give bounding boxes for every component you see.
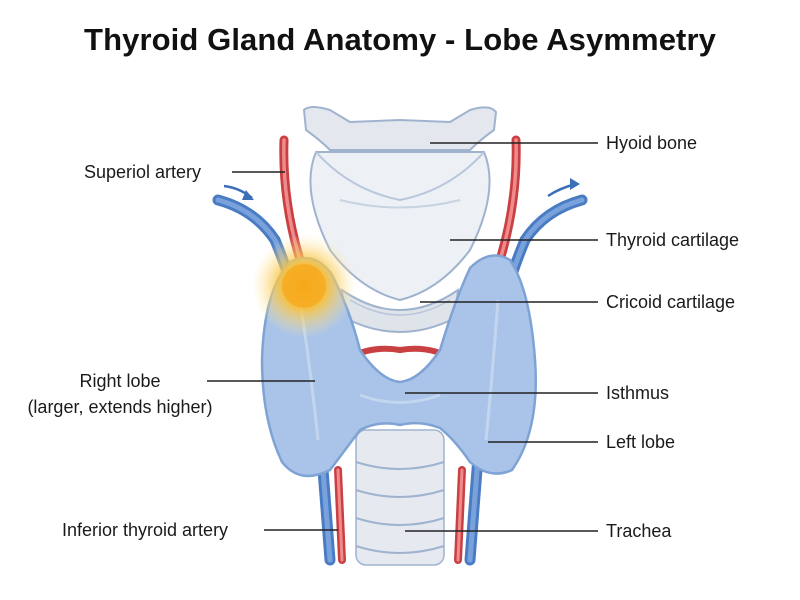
page-title: Thyroid Gland Anatomy - Lobe Asymmetry <box>84 22 716 57</box>
label-hyoid-bone: Hyoid bone <box>606 133 698 153</box>
label-superior-artery: Superiol artery <box>84 162 202 182</box>
label-trachea: Trachea <box>606 521 672 541</box>
label-thyroid-cartilage: Thyroid cartilage <box>606 230 740 250</box>
trachea <box>355 429 445 566</box>
hyoid-bone-shape <box>302 106 498 151</box>
label-left-lobe: Left lobe <box>606 432 676 452</box>
label-cricoid-cartilage: Cricoid cartilage <box>606 292 736 312</box>
label-right-lobe-note: (larger, extends higher) <box>27 397 213 417</box>
leader-lines <box>207 142 598 532</box>
label-isthmus: Isthmus <box>606 383 670 403</box>
label-inferior-thyroid-artery: Inferior thyroid artery <box>62 520 229 540</box>
thyroid-cartilage-shape <box>309 151 491 302</box>
right-lobe-highlight <box>252 234 356 338</box>
label-right-lobe: Right lobe <box>79 371 161 391</box>
larynx <box>302 106 498 333</box>
